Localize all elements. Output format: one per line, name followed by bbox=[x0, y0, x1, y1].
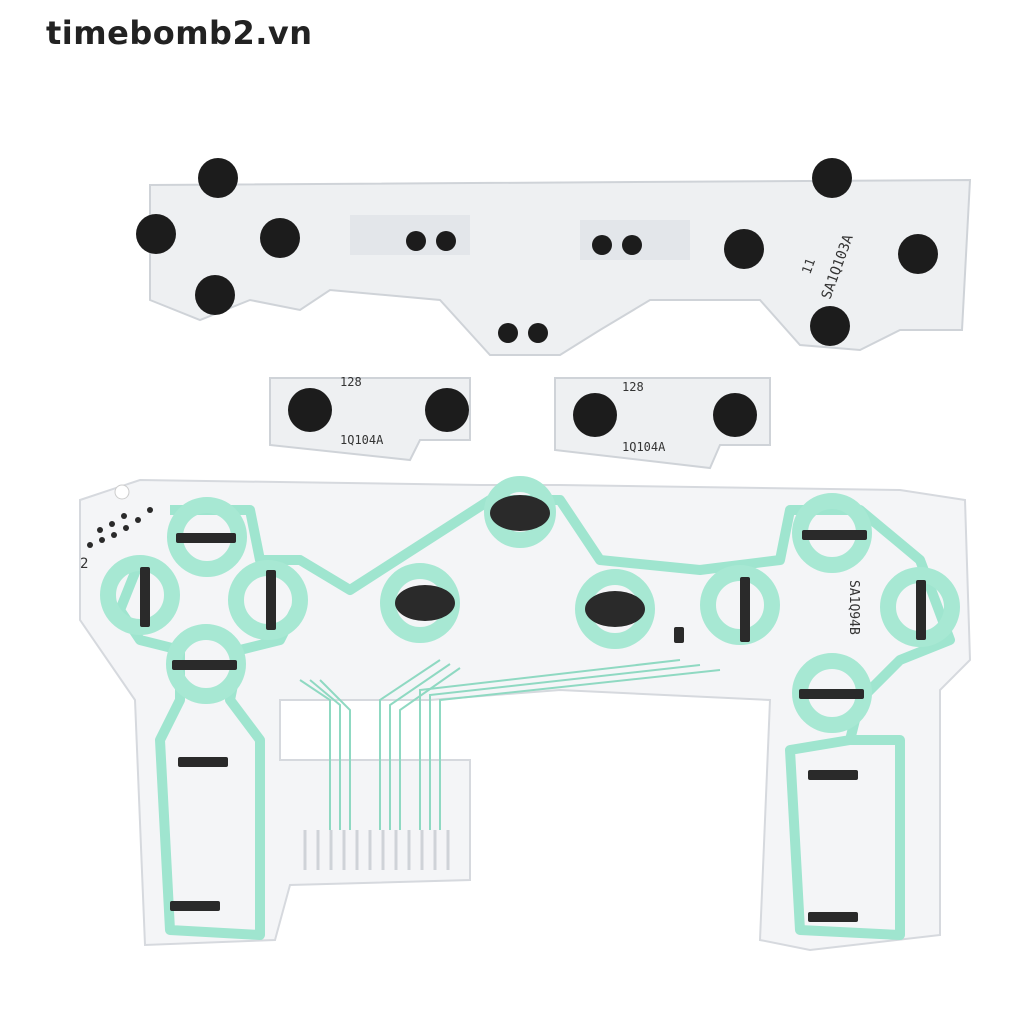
contact-dot bbox=[898, 234, 938, 274]
strip-code: 1Q104A bbox=[340, 433, 384, 447]
contact-dot bbox=[622, 235, 642, 255]
watermark-text: timebomb2.vn bbox=[46, 14, 313, 52]
contact-dot bbox=[288, 388, 332, 432]
strip-top-mark: 128 bbox=[340, 375, 362, 389]
contact-dot bbox=[136, 214, 176, 254]
contact-dot bbox=[198, 158, 238, 198]
top-membrane: 11 SA1Q103A bbox=[136, 158, 972, 356]
contact-dot bbox=[713, 393, 757, 437]
contact-dot bbox=[724, 229, 764, 269]
ribbon-code: SA1Q94B bbox=[846, 580, 861, 635]
membrane-mark: 11 bbox=[800, 257, 819, 277]
contact-dot bbox=[498, 323, 518, 343]
contact-dot bbox=[573, 393, 617, 437]
contact-dot bbox=[425, 388, 469, 432]
small-strip-left: 128 1Q104A bbox=[269, 375, 471, 462]
pin-mark: 2 bbox=[80, 556, 88, 572]
contact-dot bbox=[592, 235, 612, 255]
contact-dot bbox=[260, 218, 300, 258]
contact-dot bbox=[195, 275, 235, 315]
contact-dot bbox=[406, 231, 426, 251]
contact-dot bbox=[528, 323, 548, 343]
ribbon-circuit: 2 SA1Q94B bbox=[79, 476, 972, 952]
contact-dot bbox=[810, 306, 850, 346]
contact-dot bbox=[812, 158, 852, 198]
small-strip-right: 128 1Q104A bbox=[554, 377, 771, 470]
contact-dot bbox=[436, 231, 456, 251]
strip-code: 1Q104A bbox=[622, 440, 666, 454]
strip-top-mark: 128 bbox=[622, 380, 644, 394]
